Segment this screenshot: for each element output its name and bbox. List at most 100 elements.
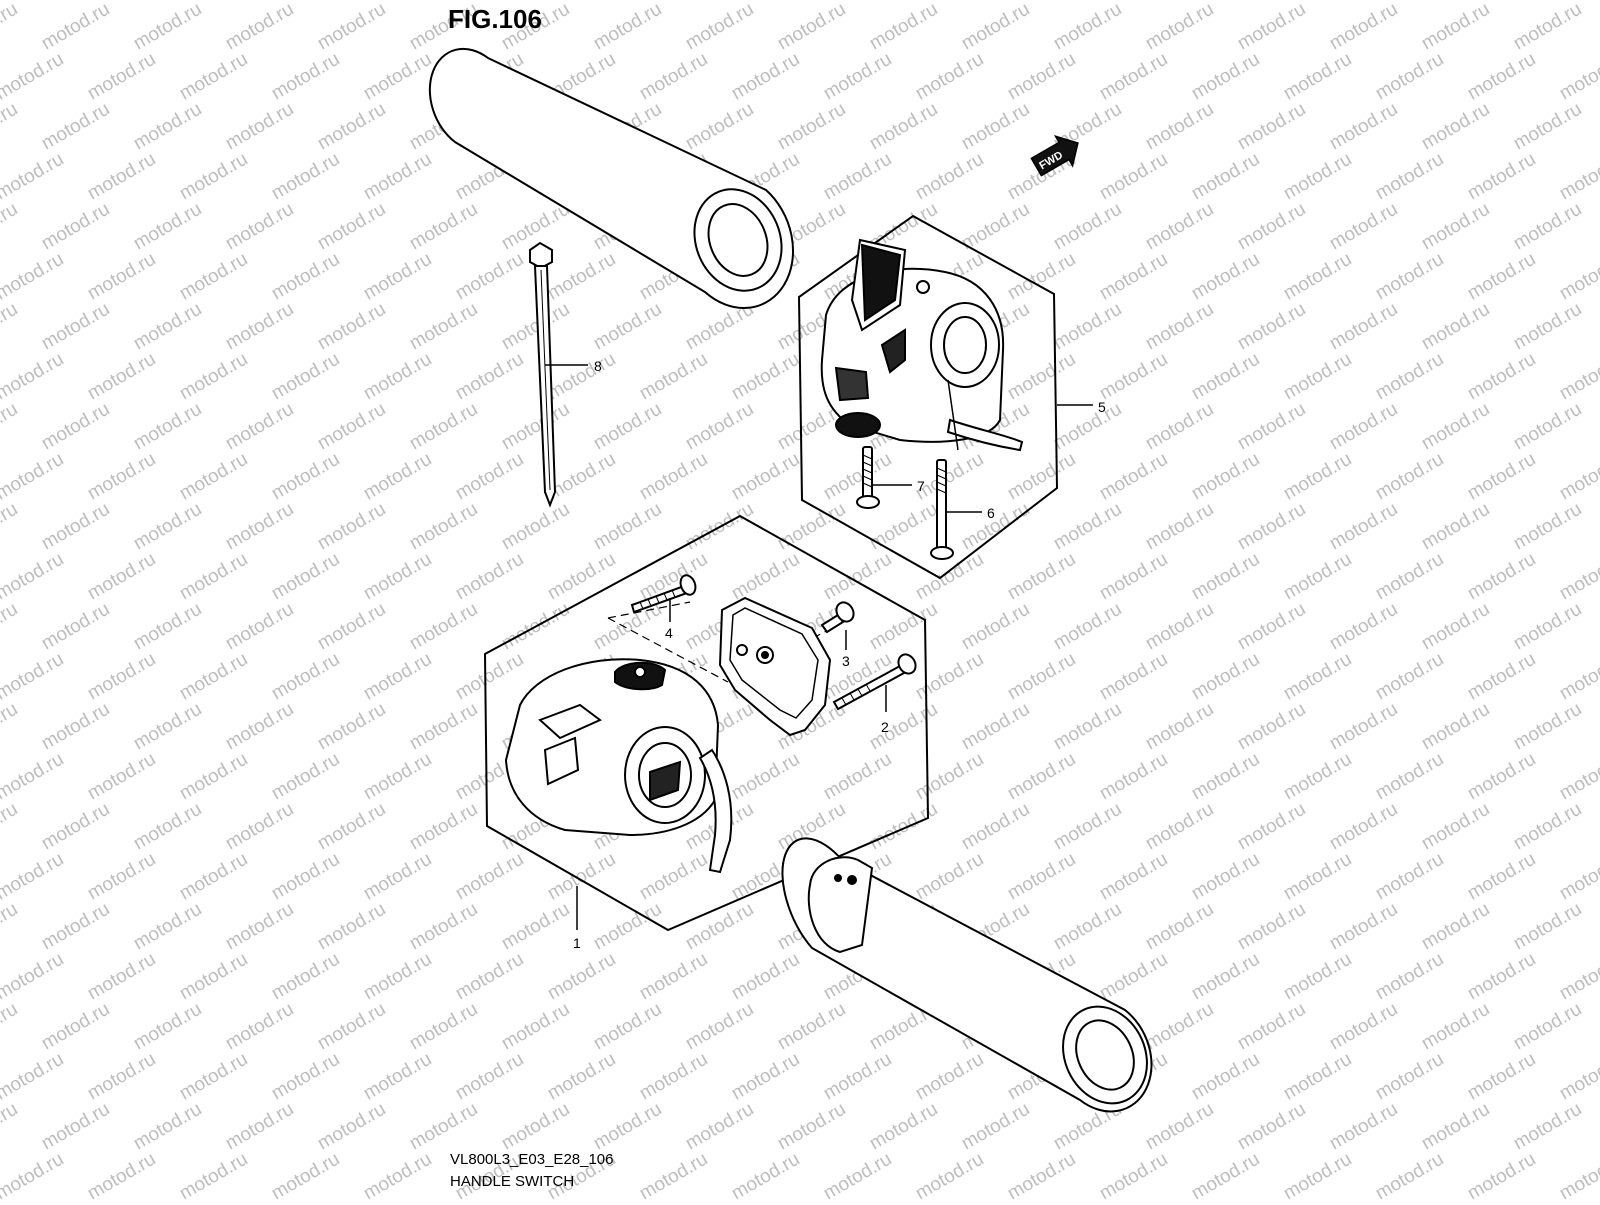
watermark-text: motod.ru — [406, 599, 481, 655]
watermark-text: motod.ru — [0, 599, 21, 655]
watermark-text: motod.ru — [1234, 599, 1309, 655]
watermark-text: motod.ru — [1280, 49, 1355, 105]
watermark-text: motod.ru — [590, 0, 665, 54]
watermark-text: motod.ru — [590, 1099, 665, 1155]
watermark-text: motod.ru — [1096, 549, 1171, 605]
watermark-text: motod.ru — [1050, 299, 1125, 355]
screw-long — [930, 459, 982, 560]
watermark-text: motod.ru — [774, 499, 849, 555]
watermark-text: motod.ru — [222, 299, 297, 355]
watermark-text: motod.ru — [1096, 449, 1171, 505]
watermark-text: motod.ru — [222, 899, 297, 955]
watermark-text: motod.ru — [544, 249, 619, 305]
watermark-text: motod.ru — [1464, 549, 1539, 605]
watermark-text: motod.ru — [1050, 799, 1125, 855]
watermark-text: motod.ru — [0, 999, 21, 1055]
watermark-text: motod.ru — [498, 499, 573, 555]
watermark-text: motod.ru — [406, 899, 481, 955]
watermark-text: motod.ru — [130, 799, 205, 855]
watermark-text: motod.ru — [1096, 749, 1171, 805]
watermark-text: motod.ru — [38, 999, 113, 1055]
watermark-text: motod.ru — [406, 199, 481, 255]
watermark-text: motod.ru — [0, 149, 67, 205]
watermark-text: motod.ru — [1372, 749, 1447, 805]
watermark-text: motod.ru — [1234, 799, 1309, 855]
watermark-text: motod.ru — [222, 699, 297, 755]
watermark-text: motod.ru — [130, 0, 205, 54]
watermark-text: motod.ru — [406, 799, 481, 855]
watermark-text: motod.ru — [0, 249, 67, 305]
watermark-text: motod.ru — [130, 999, 205, 1055]
watermark-text: motod.ru — [728, 449, 803, 505]
watermark-text: motod.ru — [314, 199, 389, 255]
watermark-text: motod.ru — [0, 499, 21, 555]
watermark-text: motod.ru — [590, 999, 665, 1055]
watermark-text: motod.ru — [1142, 999, 1217, 1055]
watermark-text: motod.ru — [1326, 599, 1401, 655]
watermark-text: motod.ru — [1510, 1099, 1585, 1155]
watermark-text: motod.ru — [406, 299, 481, 355]
watermark-text: motod.ru — [1188, 349, 1263, 405]
watermark-text: motod.ru — [268, 1149, 343, 1200]
watermark-text: motod.ru — [1234, 1099, 1309, 1155]
watermark-text: motod.ru — [774, 99, 849, 155]
watermark-text: motod.ru — [1510, 699, 1585, 755]
watermark-text: motod.ru — [1050, 0, 1125, 54]
watermark-text: motod.ru — [84, 549, 159, 605]
watermark-text: motod.ru — [406, 699, 481, 755]
cable-tie — [529, 241, 588, 508]
watermark-text: motod.ru — [1188, 849, 1263, 905]
watermark-text: motod.ru — [1188, 949, 1263, 1005]
watermark-text: motod.ru — [866, 499, 941, 555]
watermark-text: motod.ru — [1050, 599, 1125, 655]
watermark-text: motod.ru — [268, 849, 343, 905]
watermark-text: motod.ru — [130, 1099, 205, 1155]
watermark-text: motod.ru — [1050, 699, 1125, 755]
watermark-text: motod.ru — [1556, 249, 1600, 305]
watermark-text: motod.ru — [38, 299, 113, 355]
watermark-text: motod.ru — [1464, 949, 1539, 1005]
watermark-text: motod.ru — [406, 499, 481, 555]
watermark-text: motod.ru — [1004, 749, 1079, 805]
watermark-text: motod.ru — [1418, 899, 1493, 955]
watermark-text: motod.ru — [0, 0, 21, 54]
watermark-text: motod.ru — [1326, 399, 1401, 455]
watermark-text: motod.ru — [958, 599, 1033, 655]
watermark-text: motod.ru — [0, 199, 21, 255]
watermark-text: motod.ru — [130, 599, 205, 655]
watermark-text: motod.ru — [314, 299, 389, 355]
watermark-text: motod.ru — [1464, 1149, 1539, 1200]
watermark-text: motod.ru — [1556, 149, 1600, 205]
watermark-text: motod.ru — [1188, 149, 1263, 205]
watermark-text: motod.ru — [1280, 849, 1355, 905]
watermark-text: motod.ru — [820, 449, 895, 505]
callout-7: 7 — [917, 478, 925, 494]
watermark-text: motod.ru — [728, 349, 803, 405]
watermark-text: motod.ru — [1510, 99, 1585, 155]
watermark-text: motod.ru — [0, 949, 67, 1005]
watermark-text: motod.ru — [1142, 99, 1217, 155]
watermark-text: motod.ru — [1142, 899, 1217, 955]
watermark-text: motod.ru — [222, 0, 297, 54]
watermark-text: motod.ru — [1142, 499, 1217, 555]
watermark-text: motod.ru — [314, 399, 389, 455]
watermark-text: motod.ru — [636, 1149, 711, 1200]
watermark-text: motod.ru — [682, 1099, 757, 1155]
watermark-text: motod.ru — [176, 249, 251, 305]
watermark-text: motod.ru — [406, 1099, 481, 1155]
watermark-text: motod.ru — [1096, 49, 1171, 105]
watermark-text: motod.ru — [1418, 299, 1493, 355]
watermark-text: motod.ru — [820, 1149, 895, 1200]
watermark-text: motod.ru — [176, 149, 251, 205]
watermark-text: motod.ru — [544, 949, 619, 1005]
watermark-text: motod.ru — [0, 349, 67, 405]
watermark-text: motod.ru — [0, 1149, 67, 1200]
watermark-text: motod.ru — [912, 1149, 987, 1200]
watermark-text: motod.ru — [682, 0, 757, 54]
watermark-text: motod.ru — [1510, 399, 1585, 455]
watermark-text: motod.ru — [176, 1149, 251, 1200]
watermark-text: motod.ru — [176, 49, 251, 105]
watermark-text: motod.ru — [406, 399, 481, 455]
watermark-text: motod.ru — [1556, 449, 1600, 505]
